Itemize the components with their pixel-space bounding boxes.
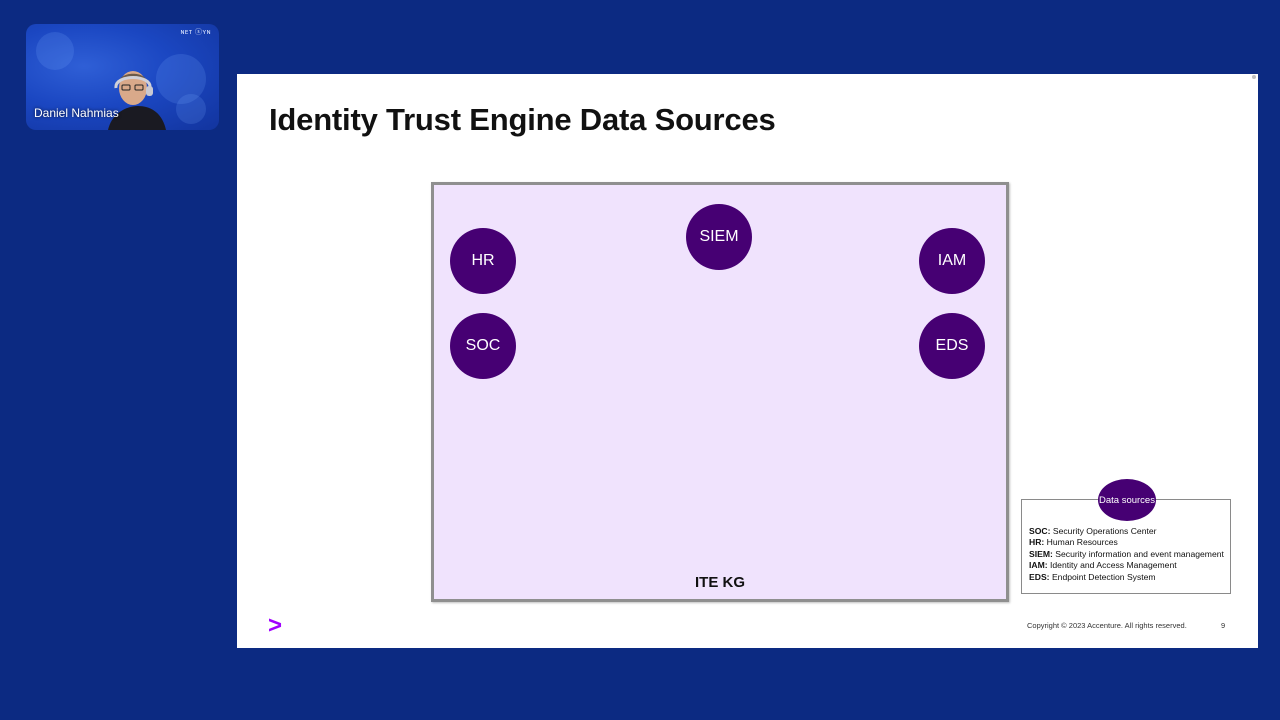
speaker-name: Daniel Nahmias bbox=[34, 106, 119, 120]
legend-text: Identity and Access Management bbox=[1050, 560, 1177, 571]
legend-abbr: HR: bbox=[1029, 537, 1045, 548]
node-soc: SOC bbox=[450, 313, 516, 379]
node-siem: SIEM bbox=[686, 204, 752, 270]
page-number: 9 bbox=[1221, 621, 1226, 630]
ite-kg-box: HR SOC SIEM IAM EDS ITE KG bbox=[431, 182, 1009, 602]
legend-text: Security Operations Center bbox=[1052, 526, 1157, 536]
slide-corner-dot bbox=[1252, 75, 1256, 79]
speaker-video-tile[interactable]: ɴᴇᴛ ⓢʏɴ Daniel Nahmias bbox=[26, 24, 219, 130]
legend-abbr: SIEM: bbox=[1029, 548, 1053, 559]
node-hr: HR bbox=[450, 228, 516, 294]
legend-abbr: EDS: bbox=[1029, 571, 1050, 582]
legend-badge: Data sources bbox=[1098, 479, 1156, 521]
legend-text: Endpoint Detection System bbox=[1051, 571, 1156, 582]
accenture-logo-icon: > bbox=[268, 612, 283, 639]
speaker-avatar bbox=[108, 71, 166, 130]
legend-abbr: SOC: bbox=[1029, 526, 1051, 536]
slide-title: Identity Trust Engine Data Sources bbox=[269, 102, 776, 137]
legend-row: EDS: Endpoint Detection System bbox=[1029, 572, 1230, 583]
kg-label: ITE KG bbox=[694, 574, 745, 591]
conference-logo: ɴᴇᴛ ⓢʏɴ bbox=[180, 29, 211, 36]
node-eds: EDS bbox=[919, 313, 985, 379]
legend-abbr: IAM: bbox=[1029, 560, 1048, 571]
legend-row: HR: Human Resources bbox=[1029, 537, 1230, 548]
legend-text: Human Resources bbox=[1046, 537, 1118, 548]
node-iam: IAM bbox=[919, 228, 985, 294]
presentation-slide: Identity Trust Engine Data Sources HR SO… bbox=[237, 74, 1258, 648]
legend-row: SIEM: Security information and event man… bbox=[1029, 549, 1230, 560]
legend-row: SOC: Security Operations Center bbox=[1029, 526, 1230, 537]
legend-row: IAM: Identity and Access Management bbox=[1029, 560, 1230, 571]
copyright-text: Copyright © 2023 Accenture. All rights r… bbox=[1027, 621, 1187, 630]
legend-text: Security information and event managemen… bbox=[1055, 548, 1224, 559]
